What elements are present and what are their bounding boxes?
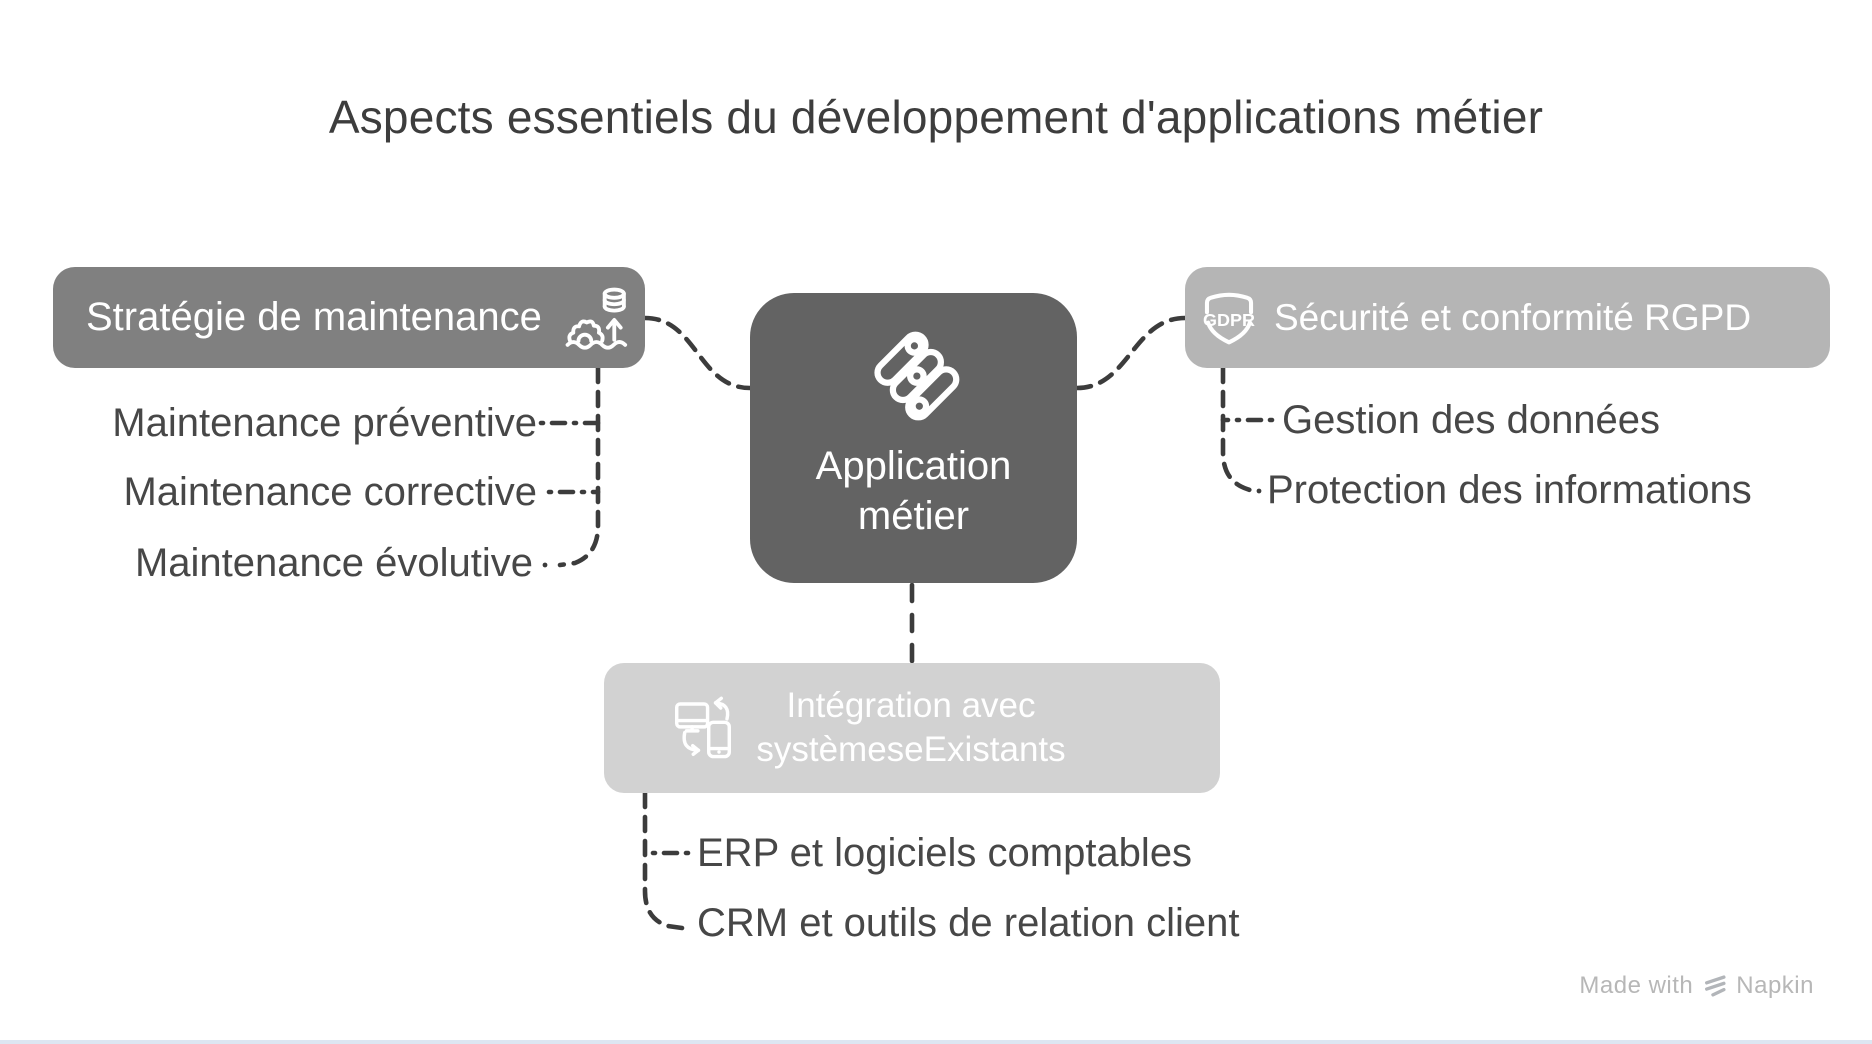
- napkin-logo-icon: [1702, 974, 1727, 999]
- leaf-maintenance-corrective: Maintenance corrective: [123, 470, 537, 514]
- gear-wave-database-upgrade-icon: [563, 286, 631, 350]
- connector-maintenance-item3-dot: [542, 562, 548, 568]
- watermark-prefix: Made with: [1579, 972, 1694, 999]
- device-sync-icon: [674, 696, 732, 760]
- connector-center-security: [1074, 315, 1188, 391]
- node-application-metier: Application métier: [750, 293, 1077, 583]
- connector-maintenance-center: [642, 315, 753, 391]
- diagram-title: Aspects essentiels du développement d'ap…: [328, 91, 1544, 143]
- leaf-protection-informations: Protection des informations: [1267, 468, 1752, 512]
- node-securite-rgpd-label: Sécurité et conformité RGPD: [1274, 296, 1752, 338]
- leaf-erp-comptables: ERP et logiciels comptables: [697, 831, 1193, 875]
- node-integration-systemes: Intégration avec systèmeseExistants: [604, 663, 1220, 793]
- made-with-napkin-link[interactable]: Made with Napkin: [1579, 972, 1814, 1000]
- capsules-pattern-icon: [866, 329, 962, 425]
- leaf-crm-relation-client: CRM et outils de relation client: [697, 901, 1240, 945]
- node-application-metier-label-line1: Application: [815, 444, 1012, 488]
- window-bottom-edge: [0, 1040, 1872, 1044]
- connector-maintenance-trunk: [557, 365, 601, 568]
- gdpr-shield-icon: GDPR: [1200, 288, 1258, 348]
- connector-security-item2-dot: [1256, 488, 1262, 494]
- node-strategie-maintenance-label: Stratégie de maintenance: [86, 295, 542, 339]
- node-strategie-maintenance: Stratégie de maintenance: [53, 267, 645, 368]
- gdpr-shield-text: GDPR: [1203, 310, 1255, 330]
- leaf-maintenance-evolutive: Maintenance évolutive: [134, 541, 533, 585]
- node-securite-rgpd: GDPR Sécurité et conformité RGPD: [1185, 267, 1830, 368]
- leaf-gestion-donnees: Gestion des données: [1282, 398, 1661, 442]
- node-application-metier-label-line2: métier: [857, 494, 970, 538]
- connector-security-trunk: [1220, 365, 1253, 493]
- watermark-brand: Napkin: [1736, 972, 1814, 999]
- connector-integration-trunk: [642, 790, 685, 931]
- leaf-maintenance-preventive: Maintenance préventive: [112, 401, 537, 445]
- node-integration-label-line2: systèmeseExistants: [756, 730, 1066, 769]
- node-integration-label-line1: Intégration avec: [786, 686, 1036, 725]
